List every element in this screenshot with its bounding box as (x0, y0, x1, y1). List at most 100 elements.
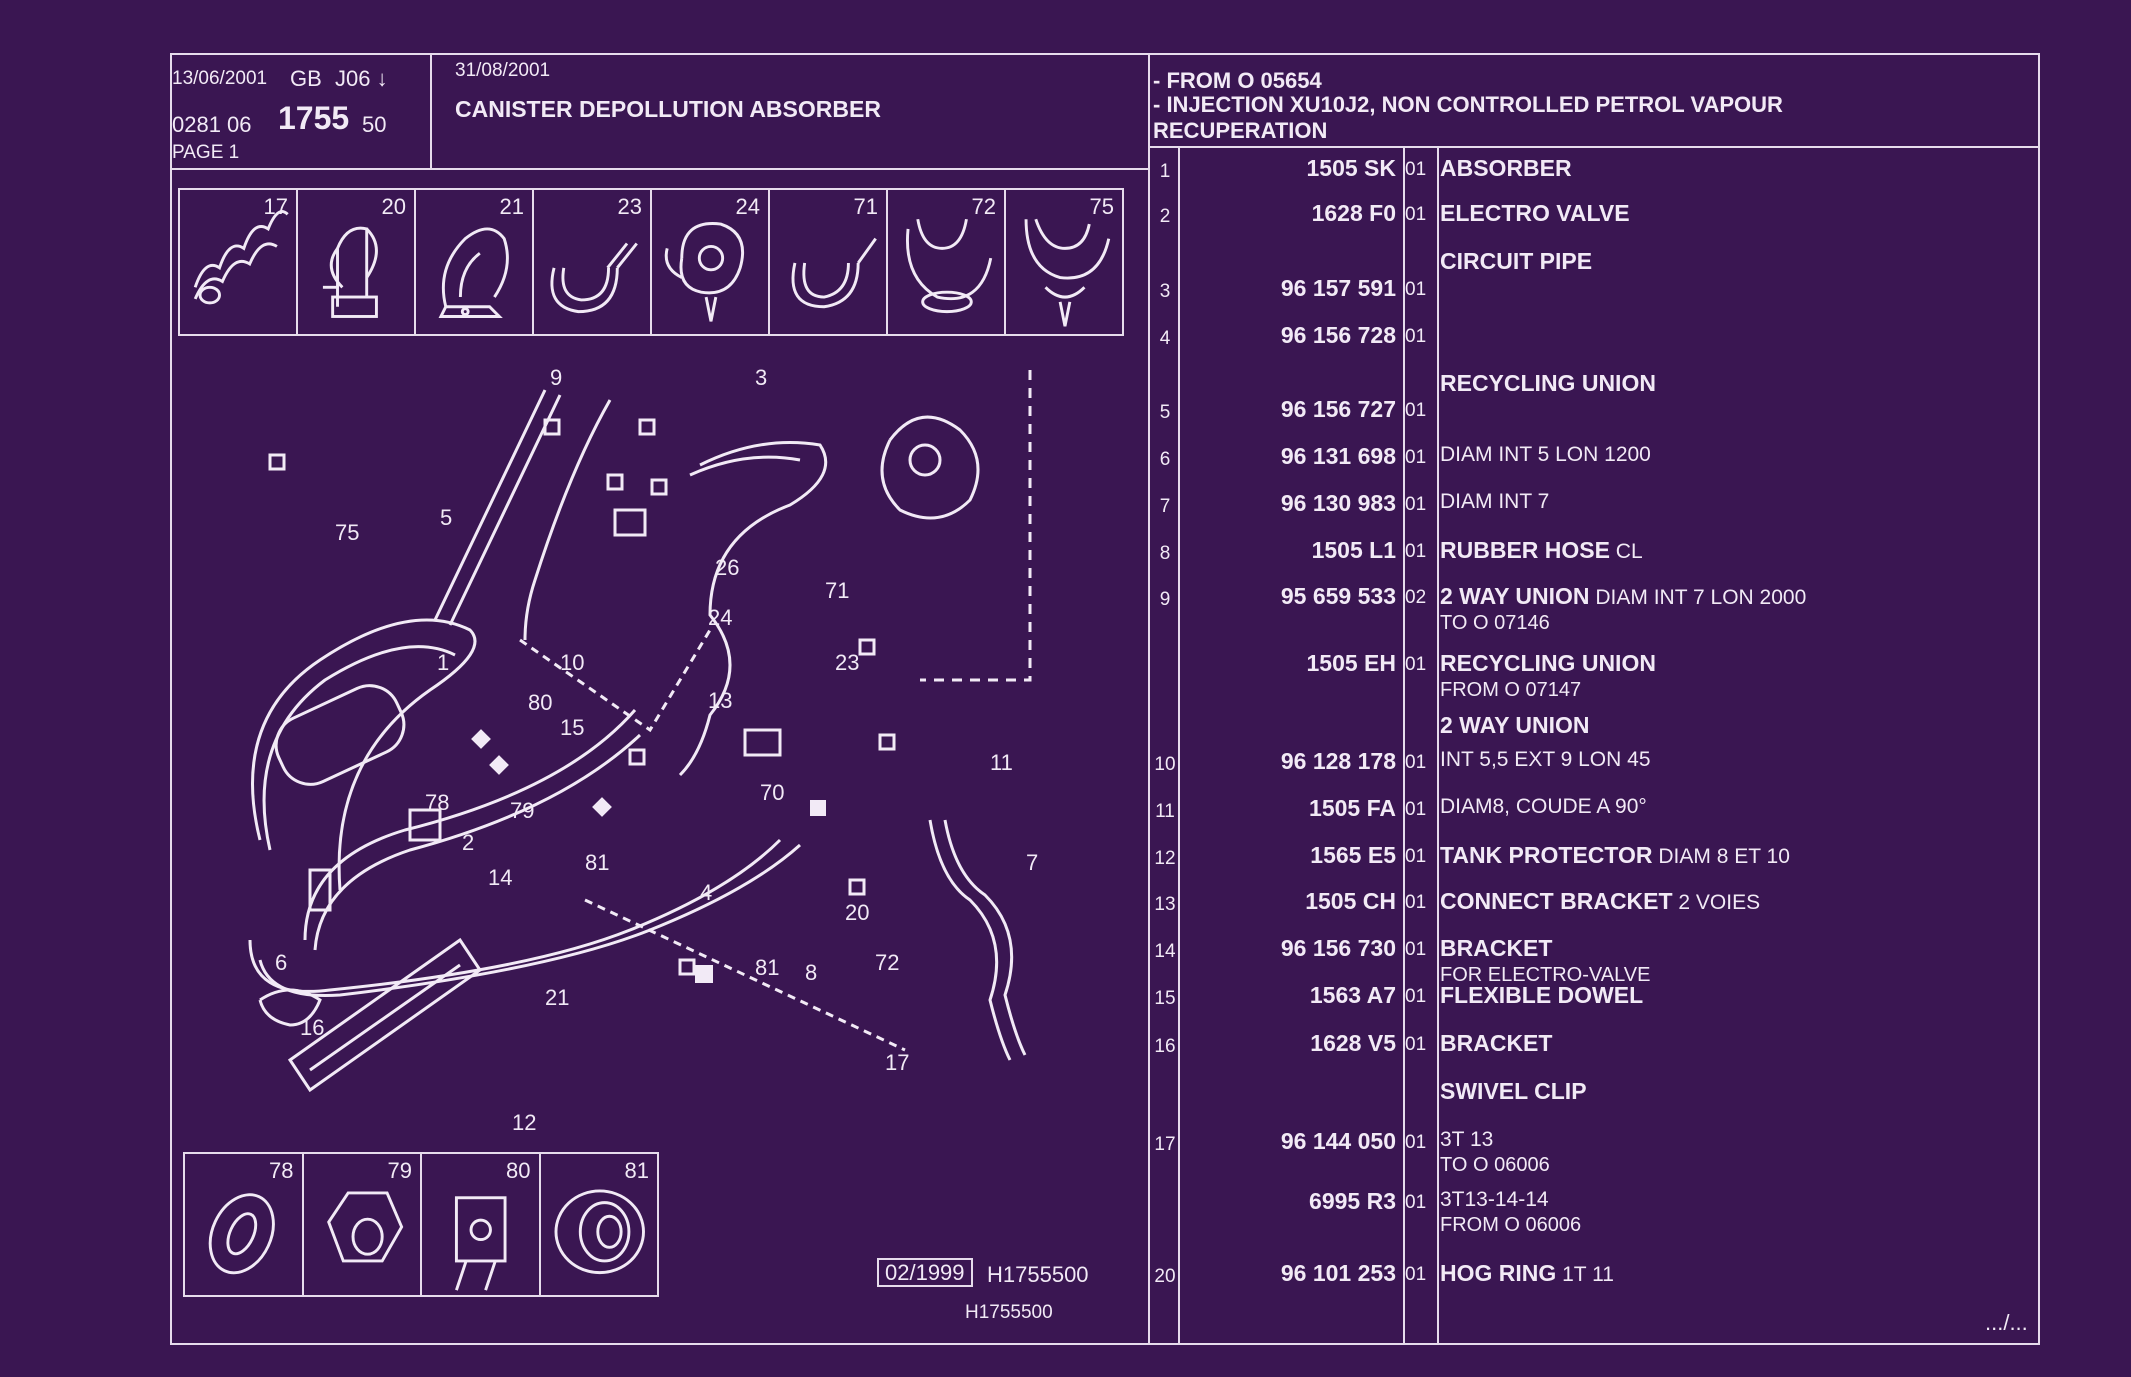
thumb-78: 78 (185, 1154, 304, 1295)
diagram-label: 6 (275, 950, 287, 975)
diagram-label: 75 (335, 520, 359, 545)
diagram-label: 81 (755, 955, 779, 980)
part-index: 5 (1159, 402, 1171, 423)
part-spec: 3T13-14-14 (1440, 1188, 1549, 1211)
part-spec: DIAM INT 7 (1440, 490, 1550, 513)
thumb-number: 75 (1089, 194, 1114, 219)
part-index: 8 (1159, 543, 1171, 564)
header-note3: RECUPERATION (1153, 118, 1328, 143)
diagram-label: 9 (550, 365, 562, 390)
part-quantity: 01 (1405, 159, 1427, 180)
part-reference: 96 144 050 (1280, 1128, 1396, 1154)
clip-icon (193, 210, 289, 305)
part-index: 15 (1154, 988, 1176, 1009)
part-reference: 1628 V5 (1310, 1030, 1396, 1056)
part-title: ABSORBER (1440, 155, 1572, 181)
thumb-81: 81 (541, 1154, 658, 1295)
exploded-diagram: 9 3 75 5 26 71 24 1 10 80 15 23 13 11 78… (248, 365, 1038, 1135)
part-description: CONNECT BRACKET 2 VOIES (1440, 888, 1760, 915)
washer-icon (208, 1193, 275, 1275)
clip-icon (322, 226, 378, 318)
page-title: CANISTER DEPOLLUTION ABSORBER (455, 96, 881, 122)
header-page: PAGE 1 (172, 142, 240, 163)
part-quantity: 01 (1405, 279, 1427, 300)
column-divider (1148, 55, 1150, 1345)
part-description: ABSORBER (1440, 155, 1572, 182)
clip-icon (438, 227, 509, 318)
diagram-label: 14 (488, 865, 512, 890)
part-reference: 96 156 730 (1280, 935, 1396, 961)
part-reference: 96 156 728 (1280, 322, 1396, 348)
part-spec: CL (1609, 540, 1643, 563)
part-description: BRACKET (1440, 1030, 1552, 1057)
part-reference: 1505 EH (1306, 650, 1396, 676)
part-reference: 1628 F0 (1311, 200, 1396, 226)
part-note: TO O 06006 (1440, 1154, 1550, 1176)
header-ref-main: 1755 (278, 100, 350, 136)
diagram-label: 21 (545, 985, 569, 1010)
part-reference: 1505 FA (1309, 795, 1396, 821)
part-reference: 96 156 727 (1280, 396, 1396, 422)
diagram-label: 71 (825, 578, 849, 603)
continue-marker: .../... (1985, 1310, 2028, 1335)
part-title: CIRCUIT PIPE (1440, 248, 1593, 274)
part-title: RECYCLING UNION (1440, 370, 1656, 396)
part-spec: 2 VOIES (1672, 891, 1761, 914)
part-spec: 1T 11 (1556, 1263, 1614, 1286)
part-index: 17 (1154, 1134, 1176, 1155)
thumb-20: 20 (298, 190, 416, 334)
parts-divider-ref (1403, 146, 1405, 1345)
part-spec: DIAM INT 7 LON 2000 (1589, 586, 1807, 609)
part-quantity: 01 (1405, 1034, 1427, 1055)
part-quantity: 01 (1405, 1192, 1427, 1213)
part-reference: 1505 SK (1306, 155, 1396, 181)
diagram-label: 16 (300, 1015, 324, 1040)
part-title: TANK PROTECTOR (1440, 842, 1653, 868)
part-quantity: 01 (1405, 541, 1427, 562)
part-index: 2 (1159, 206, 1171, 227)
thumb-21: 21 (416, 190, 534, 334)
part-quantity: 02 (1405, 587, 1427, 608)
part-index: 20 (1154, 1266, 1176, 1287)
part-title: RUBBER HOSE (1440, 537, 1610, 563)
part-index: 3 (1159, 281, 1171, 302)
catalogue-frame (170, 53, 2040, 1345)
footer-stamp: 02/1999 (877, 1258, 973, 1287)
thumb-75: 75 (1006, 190, 1122, 334)
part-index: 16 (1154, 1036, 1176, 1057)
part-description: SWIVEL CLIP (1440, 1078, 1587, 1105)
part-reference: 96 130 983 (1280, 490, 1396, 516)
thumb-number: 81 (624, 1158, 649, 1183)
part-spec: DIAM 8 ET 10 (1652, 845, 1790, 868)
diagram-label: 81 (585, 850, 609, 875)
thumb-number: 71 (853, 194, 878, 219)
clip-icon (791, 237, 877, 309)
part-description: DIAM8, COUDE A 90° (1440, 795, 1647, 819)
header-right-bottom-line (1148, 146, 2038, 148)
part-reference: 1565 E5 (1310, 842, 1396, 868)
thumb-23: 23 (534, 190, 652, 334)
diagram-label: 11 (990, 750, 1013, 775)
diagram-label: 24 (708, 605, 732, 630)
part-quantity: 01 (1405, 326, 1427, 347)
part-quantity: 01 (1405, 447, 1427, 468)
part-title: HOG RING (1440, 1260, 1557, 1286)
diagram-label: 17 (885, 1050, 909, 1075)
diagram-label: 12 (512, 1110, 536, 1135)
parts-divider-idx (1178, 146, 1180, 1345)
header-ref-prefix: 0281 06 (172, 112, 252, 137)
part-reference: 96 157 591 (1280, 275, 1396, 301)
part-title: RECYCLING UNION (1440, 650, 1656, 676)
thumb-number: 20 (381, 194, 406, 219)
header-bottom-line (170, 168, 1150, 170)
diagram-label: 5 (440, 505, 452, 530)
header-country: GB (290, 66, 322, 91)
diagram-label: 72 (875, 950, 899, 975)
header-ref-suffix: 50 (362, 112, 387, 137)
part-title: ELECTRO VALVE (1440, 200, 1630, 226)
part-quantity: 01 (1405, 846, 1427, 867)
part-index: 11 (1155, 801, 1175, 822)
thumb-80: 80 (422, 1154, 541, 1295)
